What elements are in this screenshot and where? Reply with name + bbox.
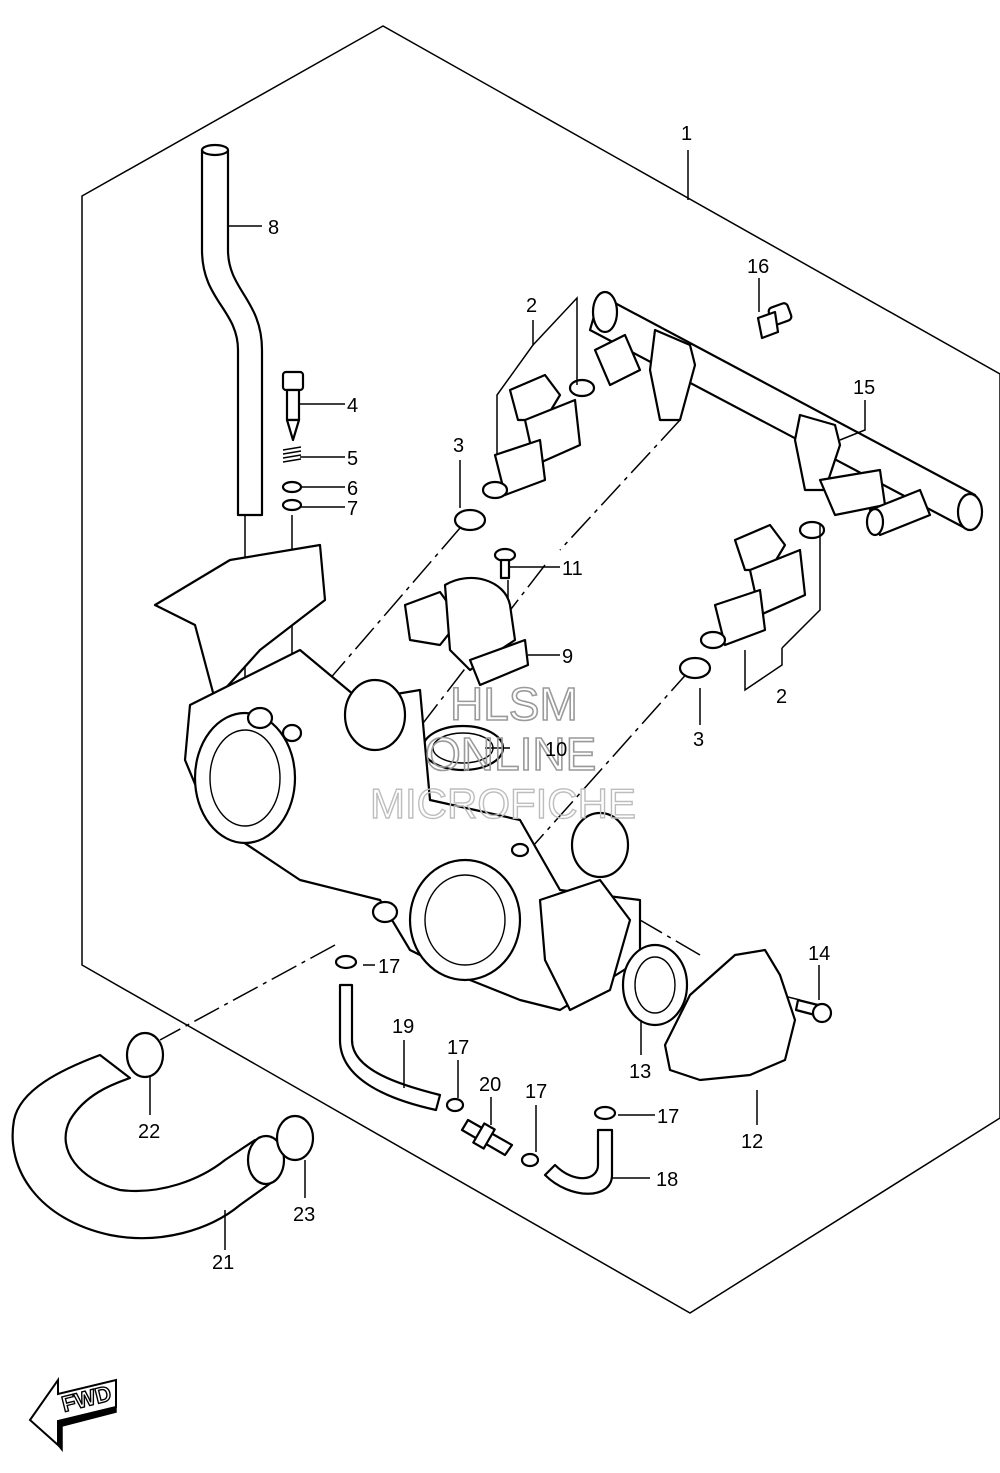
callout-8: 8 xyxy=(268,217,279,239)
callout-14: 14 xyxy=(808,943,830,965)
cushion-lower xyxy=(678,656,712,680)
cushion-upper xyxy=(453,508,487,532)
adjust-screw-set xyxy=(281,370,305,512)
callout-6: 6 xyxy=(347,478,358,500)
clamps xyxy=(334,954,617,1168)
hose-joint xyxy=(460,1118,514,1157)
callout-19: 19 xyxy=(392,1016,414,1038)
callout-5: 5 xyxy=(347,448,358,470)
hose-18 xyxy=(543,1128,614,1195)
fuel-delivery-pipe xyxy=(588,290,984,537)
pipe-screw xyxy=(756,302,793,340)
callout-12: 12 xyxy=(741,1131,763,1153)
leader-lines xyxy=(149,150,866,1250)
callout-10: 10 xyxy=(545,739,567,761)
callout-2-upper: 2 xyxy=(526,295,537,317)
sensor-holder xyxy=(621,943,689,1027)
callout-21: 21 xyxy=(212,1252,234,1274)
callout-1: 1 xyxy=(681,123,692,145)
large-hose xyxy=(11,1053,277,1240)
fwd-arrow-shadow xyxy=(57,1406,117,1453)
fwd-arrow: FWD xyxy=(28,1376,117,1453)
vent-hose xyxy=(200,143,264,517)
assembly-frame xyxy=(81,25,1000,1314)
callout-23: 23 xyxy=(293,1204,315,1226)
callout-9: 9 xyxy=(562,646,573,668)
callout-18: 18 xyxy=(656,1169,678,1191)
callout-16: 16 xyxy=(747,256,769,278)
callout-17-a: 17 xyxy=(378,956,400,978)
sensor-cover xyxy=(663,948,797,1082)
callout-11: 11 xyxy=(562,558,583,580)
callout-17-b: 17 xyxy=(447,1037,469,1059)
watermark-line-3: MICROFICHE xyxy=(370,780,636,827)
callout-2-lower: 2 xyxy=(776,686,787,708)
callout-22: 22 xyxy=(138,1121,160,1143)
large-hose-end xyxy=(246,1134,286,1186)
cover-screw xyxy=(794,998,833,1024)
callout-3-lower: 3 xyxy=(693,729,704,751)
hose-19 xyxy=(338,983,442,1112)
callout-7: 7 xyxy=(347,498,358,520)
hose-clamp-23 xyxy=(275,1114,315,1162)
throttle-body-assembly xyxy=(153,543,642,1012)
watermark-line-1: HLSM xyxy=(450,678,578,730)
fuel-injector-upper xyxy=(481,373,596,500)
callout-15: 15 xyxy=(853,377,875,399)
watermark-line-2: ONLINE xyxy=(425,728,596,780)
callout-17-c: 17 xyxy=(525,1081,547,1103)
fuel-injector-lower xyxy=(699,520,826,650)
hose-clamp-22 xyxy=(125,1031,165,1079)
callout-13: 13 xyxy=(629,1061,651,1083)
callout-labels: 1 2 2 3 3 4 5 6 7 8 9 10 11 12 13 14 15 … xyxy=(138,123,875,1274)
throttle-position-sensor xyxy=(403,547,530,687)
callout-3-upper: 3 xyxy=(453,435,464,457)
callout-17-d: 17 xyxy=(657,1106,679,1128)
callout-4: 4 xyxy=(347,395,358,417)
callout-20: 20 xyxy=(479,1074,501,1096)
